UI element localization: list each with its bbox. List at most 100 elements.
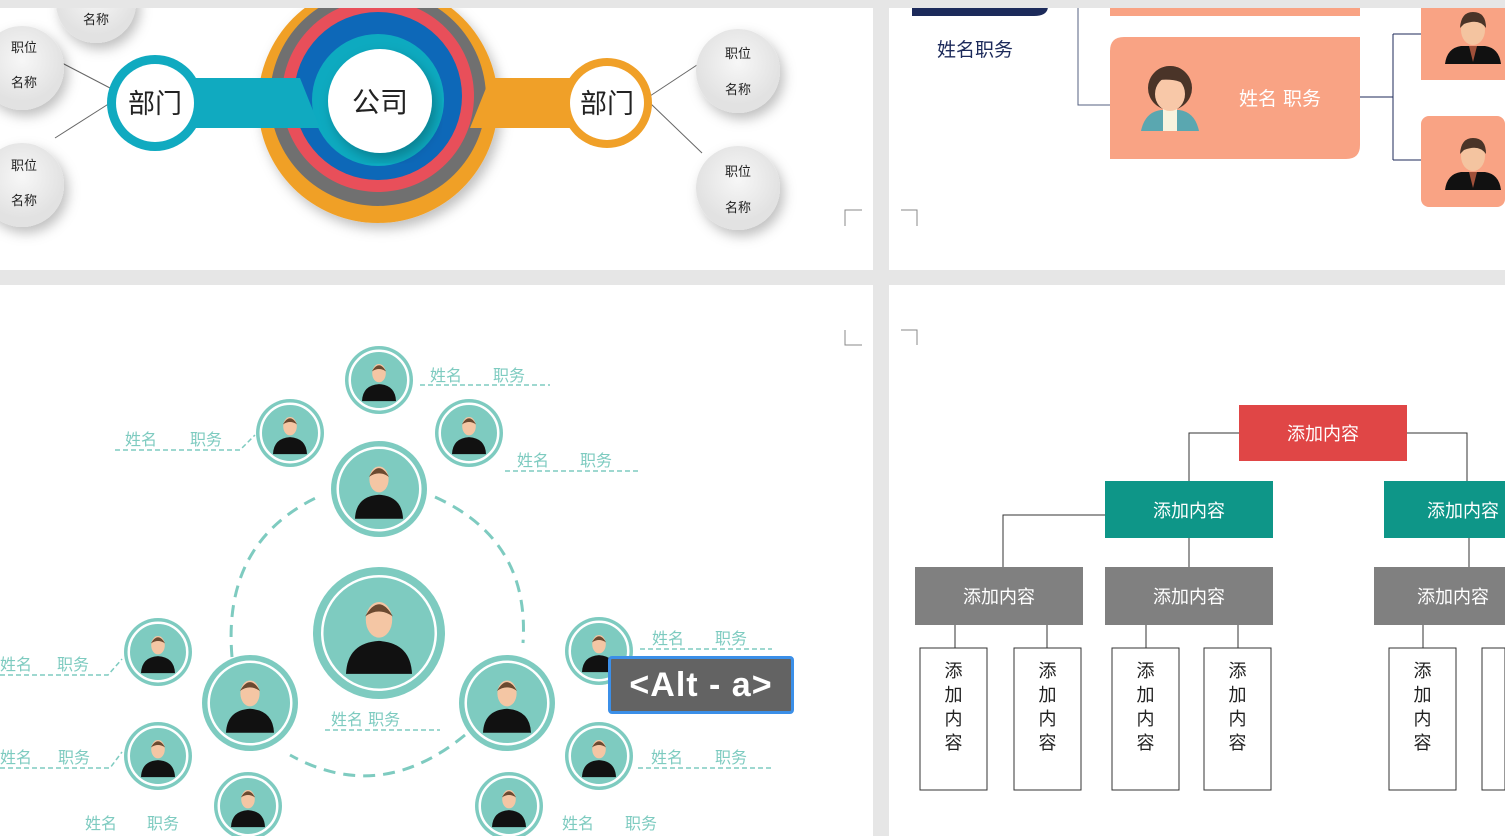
leaf-box [1111, 647, 1180, 791]
person-avatar-icon [435, 399, 503, 467]
leaf-label-char: 加 [1229, 685, 1247, 706]
leaf-label-char: 容 [1414, 733, 1432, 754]
role-label: 职务 [58, 748, 90, 767]
level3-box [1105, 567, 1273, 625]
slide-thumbnail-1[interactable]: 公司 部门 部门 名称 职位 名称 职位 名称 职位 名称 职位 名称 [0, 8, 873, 270]
crop-mark [844, 209, 862, 226]
name-label: 姓名 [85, 814, 117, 833]
keyboard-shortcut-tooltip: <Alt - a> [608, 656, 794, 714]
name-label: 姓名 [562, 814, 594, 833]
label-underline [115, 434, 256, 451]
hierarchy-chart: 添加内容 添加内容 添加内容 添加内容 添加内容 添加内容 添加内容添加内容添加… [901, 329, 1505, 791]
node-text: 职位 [11, 41, 37, 56]
connector [1360, 33, 1421, 161]
card-label: 姓名 职务 [1239, 88, 1321, 110]
person-avatar-icon [124, 618, 192, 686]
connector [61, 62, 111, 89]
person-avatar-icon [345, 346, 413, 414]
level2-label: 添加内容 [1153, 501, 1225, 522]
leaf-label-char: 加 [1137, 685, 1155, 706]
name-label: 姓名 [652, 629, 684, 648]
level2-box [1105, 481, 1273, 538]
level2-label: 添加内容 [1427, 501, 1499, 522]
role-label: 职务 [57, 655, 89, 674]
person-avatar-icon [313, 567, 445, 699]
level2-box [1384, 481, 1505, 538]
woman-avatar-icon [1141, 66, 1199, 131]
label-underline [0, 658, 123, 676]
center-label: 姓名 职务 [331, 710, 400, 729]
team-network-diagram: 姓名 职务 姓名 职务 姓名 职务 姓名 职务 姓名 职务 姓名 职务 姓名 职… [0, 330, 862, 836]
level3-box [915, 567, 1083, 625]
leaf-label-char: 加 [1414, 685, 1432, 706]
slide-thumbnail-4[interactable]: 添加内容 添加内容 添加内容 添加内容 添加内容 添加内容 添加内容添加内容添加… [889, 285, 1505, 836]
leaf-label-char: 添 [1137, 661, 1155, 682]
position-bubble [696, 29, 780, 113]
role-label: 职务 [493, 366, 525, 385]
name-label: 姓名 [125, 430, 157, 449]
leaf-box [1203, 647, 1272, 791]
level3-box [1374, 567, 1505, 625]
person-avatar-icon [331, 441, 427, 537]
crop-mark [901, 209, 918, 226]
crop-mark [901, 329, 918, 345]
position-bubble [696, 146, 780, 230]
position-bubble [0, 143, 64, 227]
leaf-box [919, 647, 988, 791]
name-label: 姓名 [0, 748, 32, 767]
slide-thumbnail-3[interactable]: 姓名 职务 姓名 职务 姓名 职务 姓名 职务 姓名 职务 姓名 职务 姓名 职… [0, 285, 873, 836]
role-label: 职务 [715, 748, 747, 767]
leaf-label-char: 内 [1039, 709, 1057, 730]
role-label: 职务 [715, 629, 747, 648]
role-label: 职务 [190, 430, 222, 449]
name-label: 姓名 [430, 366, 462, 385]
dashed-arrow-path [229, 493, 323, 658]
leaf-label-char: 添 [1414, 661, 1432, 682]
leaf-label-char: 容 [945, 733, 963, 754]
dashed-arrow-path [434, 495, 525, 644]
person-avatar-icon [214, 772, 282, 836]
root-label: 添加内容 [1287, 424, 1359, 445]
label-underline [0, 751, 123, 769]
leaf-label-char: 加 [1039, 685, 1057, 706]
node-text: 职位 [725, 47, 751, 62]
name-label: 姓名 [0, 655, 32, 674]
node-text: 职位 [725, 165, 751, 180]
person-avatar-icon [475, 772, 543, 836]
title-bar [912, 8, 1048, 16]
name-label: 姓名 [517, 451, 549, 470]
connector [54, 102, 111, 139]
company-label: 公司 [352, 86, 408, 119]
leaf-label-char: 内 [1414, 709, 1432, 730]
company-bubble [328, 49, 432, 153]
connector [649, 102, 703, 154]
crop-mark [844, 330, 862, 346]
leaf-label-char: 添 [1039, 661, 1057, 682]
leaf-label-char: 内 [1229, 709, 1247, 730]
level3-label: 添加内容 [1153, 587, 1225, 608]
node-text: 职位 [11, 159, 37, 174]
connector [1077, 8, 1110, 106]
man-avatar-icon [1445, 12, 1501, 64]
title-label: 姓名职务 [937, 39, 1013, 61]
person-avatar-icon [256, 399, 324, 467]
leaf-label-char: 容 [1229, 733, 1247, 754]
node-text: 名称 [11, 75, 37, 91]
level3-label: 添加内容 [1417, 587, 1489, 608]
org-chart-bubbles: 公司 部门 部门 名称 职位 名称 职位 名称 职位 名称 职位 名称 [0, 8, 862, 230]
person-avatar-icon [124, 722, 192, 790]
leaf-label-char: 添 [945, 661, 963, 682]
node-text: 名称 [725, 82, 751, 98]
position-bubble [56, 8, 136, 43]
dept-label: 部门 [580, 89, 634, 120]
leaf-label-char: 加 [945, 685, 963, 706]
slide-thumbnail-2[interactable]: 姓名职务 姓名 职务 [889, 8, 1505, 270]
leaf-box [1388, 647, 1457, 791]
leaf-label-char: 容 [1039, 733, 1057, 754]
connector-lines [954, 432, 1470, 648]
card [1110, 37, 1360, 159]
dept-label: 部门 [128, 89, 182, 120]
leaf-label-char: 内 [945, 709, 963, 730]
person-avatar-icon [565, 722, 633, 790]
role-label: 职务 [625, 814, 657, 833]
